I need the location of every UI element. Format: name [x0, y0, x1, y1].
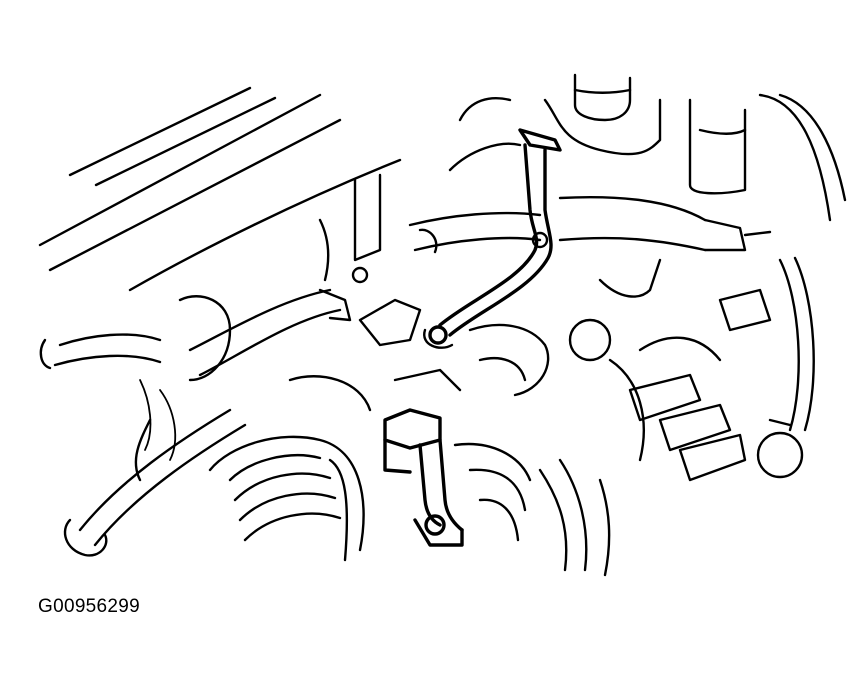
lower-bracket: [383, 408, 464, 547]
engine-bay-line-drawing: [38, 73, 847, 577]
figure-id-label: G00956299: [38, 596, 141, 617]
ignition-coils: [568, 256, 815, 482]
engine-details: [134, 97, 611, 577]
upper-bracket: [423, 128, 562, 349]
hood-edge-lines: [38, 86, 402, 292]
hoses: [39, 196, 772, 557]
intake-boot: [178, 295, 372, 562]
reservoir-housing: [543, 73, 847, 222]
